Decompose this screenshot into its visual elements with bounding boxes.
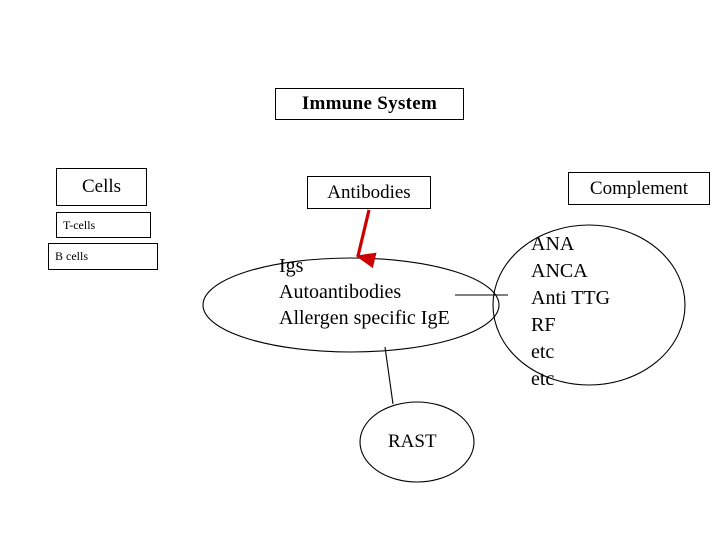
node-antibodies: Antibodies [307, 176, 431, 209]
antibody-label-igs: Igs [279, 255, 304, 277]
node-cells: Cells [56, 168, 147, 206]
page-title: Immune System [275, 88, 464, 120]
complement-markers-labels: ANA ANCA Anti TTG RF etc etc [531, 234, 610, 389]
red-arrow-antibodies-to-igs [355, 209, 377, 269]
connector-igs-to-rast [384, 346, 394, 405]
node-b-cells: B cells [48, 243, 158, 270]
marker-label-etc-2: etc [531, 368, 555, 390]
antibody-ellipse-labels: Igs Autoantibodies Allergen specific IgE [279, 256, 450, 328]
antibody-label-allergen-specific-ige: Allergen specific IgE [279, 307, 450, 329]
node-t-cells: T-cells [56, 212, 151, 238]
node-complement: Complement [568, 172, 710, 205]
marker-label-ana: ANA [531, 233, 575, 255]
marker-label-etc-1: etc [531, 341, 555, 363]
antibody-label-autoantibodies: Autoantibodies [279, 281, 402, 303]
marker-label-anca: ANCA [531, 260, 588, 282]
marker-label-rf: RF [531, 314, 556, 336]
marker-label-anti-ttg: Anti TTG [531, 287, 611, 309]
rast-label: RAST [388, 431, 437, 452]
